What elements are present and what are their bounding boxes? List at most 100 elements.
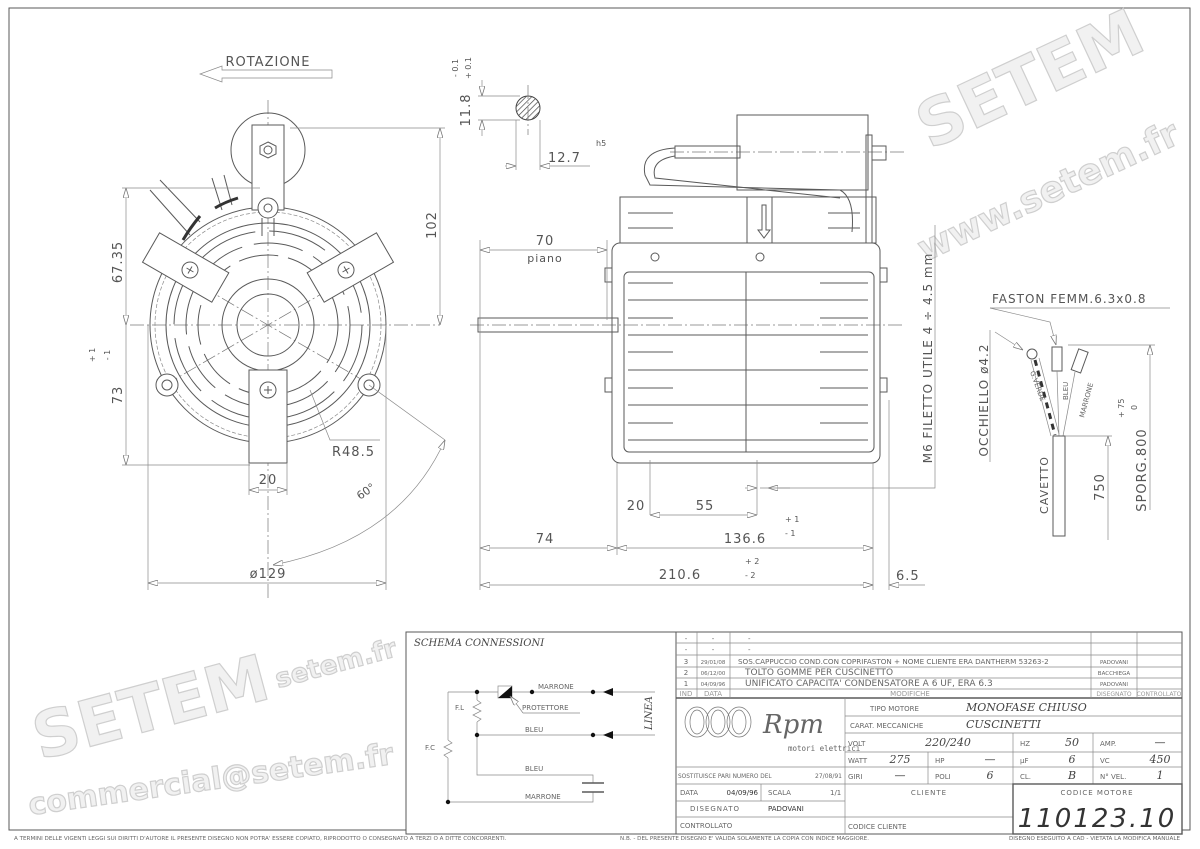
vc-value: 450 [1149,753,1171,766]
schema-title: SCHEMA CONNESSIONI [414,638,545,649]
nvel-value: 1 [1157,769,1164,782]
schema-bleu-low: BLEU [525,765,543,773]
rev-data: 04/09/96 [701,682,726,688]
company-logo: Rpm motori elettrici [684,706,860,753]
dim-radius: R48.5 [332,445,375,460]
giri-label: GIRI [848,773,862,781]
faston-terminal-bleu [1051,346,1063,372]
rotation-label: ROTAZIONE [225,55,310,70]
dim-12-7: 12.7 [548,151,581,166]
dim-20-side: 20 [627,499,646,514]
occhiello-label: OCCHIELLO ø4.2 [977,344,991,457]
tol-plus-01: + 0.1 [464,57,473,79]
faston-label: FASTON FEMM.6.3x0.8 [992,292,1146,306]
codice-motore-label: CODICE MOTORE [1060,789,1133,797]
watt-label: WATT [848,757,868,765]
dim-6-5: 6.5 [896,569,920,584]
tipo-motore-label: TIPO MOTORE [869,705,919,713]
watermark-url-small: setem.fr [272,634,400,695]
cl-value: B [1067,769,1076,782]
schema-fc: F.C [425,744,435,752]
amp-label: AMP. [1100,740,1116,748]
codice-cliente-label: CODICE CLIENTE [848,823,907,831]
tol-136-minus: - 1 [785,529,796,538]
watt-value: 275 [889,753,911,766]
data-value: 04/09/96 [727,789,759,797]
dim-73: 73 [111,386,126,405]
tol-136-plus: + 1 [785,515,799,524]
disegnato-label: DISEGNATO [690,805,740,813]
dim-angle: 60° [354,481,377,503]
airflow-arrow-icon [757,204,771,239]
footer-notes: A TERMINI DELLE VIGENTI LEGGI SUI DIRITT… [14,836,1180,842]
uf-value: 6 [1069,753,1076,766]
rev-data: - [712,646,715,654]
title-block: SCHEMA CONNESSIONI MARRONE PROTETTORE BL… [405,631,1183,835]
dim-55: 55 [696,499,715,514]
cable-detail: FASTON FEMM.6.3x0.8 OCCHIELLO ø4.2 G.VER… [977,292,1170,540]
tol-minus: - 1 [103,350,112,361]
poli-value: 6 [987,769,994,782]
cable-sheath [1052,435,1066,537]
field-winding-fl [472,699,482,723]
watermark-brand-2: SETEM [25,642,277,776]
rev-data: 29/01/08 [701,660,726,666]
tipo-motore-value: MONOFASE CHIUSO [965,701,1087,714]
dim-74: 74 [536,532,555,547]
marrone-label: MARRONE [1078,382,1095,419]
spec-block: Rpm motori elettrici TIPO MOTORE MONOFAS… [676,698,1183,835]
volt-value: 220/240 [924,736,971,749]
eyelet-terminal [1026,348,1038,360]
footer-cad: DISEGNO ESEGUITO A CAD - VIETATA LA MODI… [1009,836,1181,842]
scala-label: SCALA [768,789,791,797]
motor-cage-top [619,196,877,244]
revision-header: IND DATA MODIFICHE DISEGNATO CONTROLLATO [680,690,1182,698]
data-label: DATA [680,789,698,797]
dim-11-8: 11.8 [459,94,474,127]
mounting-arm-bottom [248,369,288,464]
foot-screw-left [155,373,179,397]
dim-67-35: 67.35 [111,241,126,283]
header-modifiche: MODIFICHE [890,690,930,698]
rotation-arrow-icon [198,65,333,83]
motor-fins [628,212,868,441]
dim-102: 102 [425,211,440,239]
dim-70: 70 [536,234,555,249]
giri-value: — [895,769,906,782]
rev-mod: TOLTO GOMME PER CUSCINETTO [744,668,893,678]
capacitor [736,114,869,191]
schema-linea: LINEA [644,696,655,731]
cl-label: CL. [1020,773,1031,781]
sostituisce-date: 27/08/91 [815,773,842,780]
schema-protettore: PROTETTORE [522,704,569,712]
side-view: 70 piano 55 20 74 136.6 + 1 - 1 210.6 + … [470,114,936,590]
tol-210-plus: + 2 [745,557,759,566]
vc-label: VC [1100,757,1110,765]
faston-terminal-marrone [1070,348,1089,374]
revision-row: - - - [685,635,751,643]
tol-minus-01: - 0.1 [451,59,460,77]
uf-label: µF [1020,757,1028,765]
sporg-tol-plus: + 75 [1117,399,1126,418]
logo-sub: motori elettrici [788,744,860,753]
poli-label: POLI [935,773,951,781]
nvel-label: N° VEL. [1100,773,1126,781]
scala-value: 1/1 [830,789,841,797]
schema-marrone-top: MARRONE [538,683,574,691]
shaft-section: 11.8 - 0.1 + 0.1 12.7 h5 [451,57,606,170]
rev-dis: PADOVANI [1100,682,1128,688]
mounting-arm-left [141,232,230,303]
schema-fl: F.L [455,704,464,712]
dim-20: 20 [259,473,278,488]
disegnato-value: PADOVANI [768,805,804,813]
nut-icon [259,141,277,159]
schema-marrone-bottom: MARRONE [525,793,561,801]
rev-ind: - [685,635,688,643]
controllato-label: CONTROLLATO [680,822,733,830]
revision-table: - - - - - - 3 29/01/08 SOS.CAPPUCCIO CON… [676,632,1182,699]
header-ind: IND [680,690,693,698]
rev-mod: - [748,635,751,643]
rev-dis: BACCHIEGA [1098,671,1131,677]
sporg-tol-minus: 0 [1130,405,1139,410]
rev-data: 06/12/00 [701,671,726,677]
